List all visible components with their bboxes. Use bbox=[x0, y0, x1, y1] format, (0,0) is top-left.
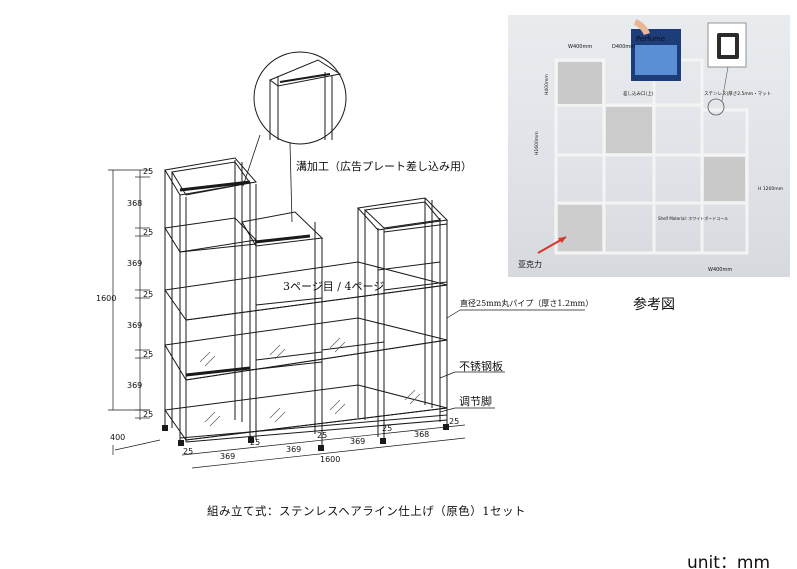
ref-panel bbox=[606, 107, 652, 153]
dim-v-9: 25 bbox=[143, 410, 153, 419]
dim-v-4: 369 bbox=[127, 259, 142, 268]
dim-v-8: 369 bbox=[127, 381, 142, 390]
ref-panel bbox=[704, 157, 745, 201]
dim-h-5: 25 bbox=[317, 431, 327, 440]
ref-label-shelf: Shelf Material: ホワイトボードコール bbox=[658, 215, 728, 221]
dim-v-6: 369 bbox=[127, 321, 142, 330]
unit-note: unit：mm bbox=[687, 553, 771, 569]
dim-v-7: 25 bbox=[143, 350, 153, 359]
ref-dim-w400: W400mm bbox=[568, 44, 592, 50]
dim-h-6: 369 bbox=[350, 437, 365, 446]
dim-total-width: 1600 bbox=[320, 455, 340, 464]
dim-h-1: 25 bbox=[183, 447, 193, 456]
callout-foot: 调节脚 bbox=[459, 394, 492, 408]
width-dimension-lines bbox=[181, 424, 466, 469]
dim-v-1: 25 bbox=[143, 167, 153, 176]
reference-photo-drawing: Perfume W400mm D400mm H400mm H1600mm H 1… bbox=[518, 19, 783, 273]
height-dimension-lines bbox=[108, 169, 150, 420]
callout-slot: 溝加工（広告プレート差し込み用） bbox=[296, 159, 472, 173]
dim-v-3: 25 bbox=[143, 228, 153, 237]
ref-dim-h1600: H1600mm bbox=[534, 131, 540, 155]
ref-dim-d400: D400mm bbox=[612, 44, 635, 50]
dim-depth: 400 bbox=[110, 433, 125, 442]
assembly-note: 組み立て式：ステンレスヘアライン仕上げ（原色）1セット bbox=[207, 504, 527, 518]
callout-panel: 不锈钢板 bbox=[459, 359, 503, 373]
dim-h-7: 25 bbox=[382, 424, 392, 433]
dim-h-2: 369 bbox=[220, 452, 235, 461]
reference-photo: Perfume W400mm D400mm H400mm H1600mm H 1… bbox=[508, 15, 790, 277]
dim-v-5: 25 bbox=[143, 290, 153, 299]
ref-dim-h1200: H 1200mm bbox=[758, 186, 783, 192]
reference-caption: 参考図 bbox=[633, 297, 675, 313]
dim-h-8: 368 bbox=[414, 430, 429, 439]
dim-v-2: 368 bbox=[127, 199, 142, 208]
ref-zoom-circle bbox=[707, 98, 725, 116]
ref-label-acrylic: 亚克力 bbox=[518, 259, 542, 269]
ref-label-stainless: ステンレス(厚さ2.5mm・マット bbox=[704, 90, 771, 97]
ref-label-slot: 差し込み口(上) bbox=[623, 90, 654, 97]
ref-dim-h400: H400mm bbox=[544, 74, 550, 95]
callout-page: 3ページ目 / 4ページ bbox=[283, 280, 384, 293]
dim-total-height: 1600 bbox=[96, 294, 116, 303]
ref-panel bbox=[558, 205, 602, 251]
dim-h-3: 25 bbox=[250, 438, 260, 447]
dim-h-9: 25 bbox=[449, 417, 459, 426]
shelf-frame bbox=[164, 157, 449, 445]
ref-poster-text: Perfume bbox=[636, 35, 665, 43]
callout-pipe: 直径25mm丸パイプ（厚さ1.2mm） bbox=[460, 298, 593, 308]
dim-h-4: 369 bbox=[286, 445, 301, 454]
ref-panel bbox=[558, 62, 602, 104]
ref-dim-w400-bottom: W400mm bbox=[708, 267, 732, 273]
